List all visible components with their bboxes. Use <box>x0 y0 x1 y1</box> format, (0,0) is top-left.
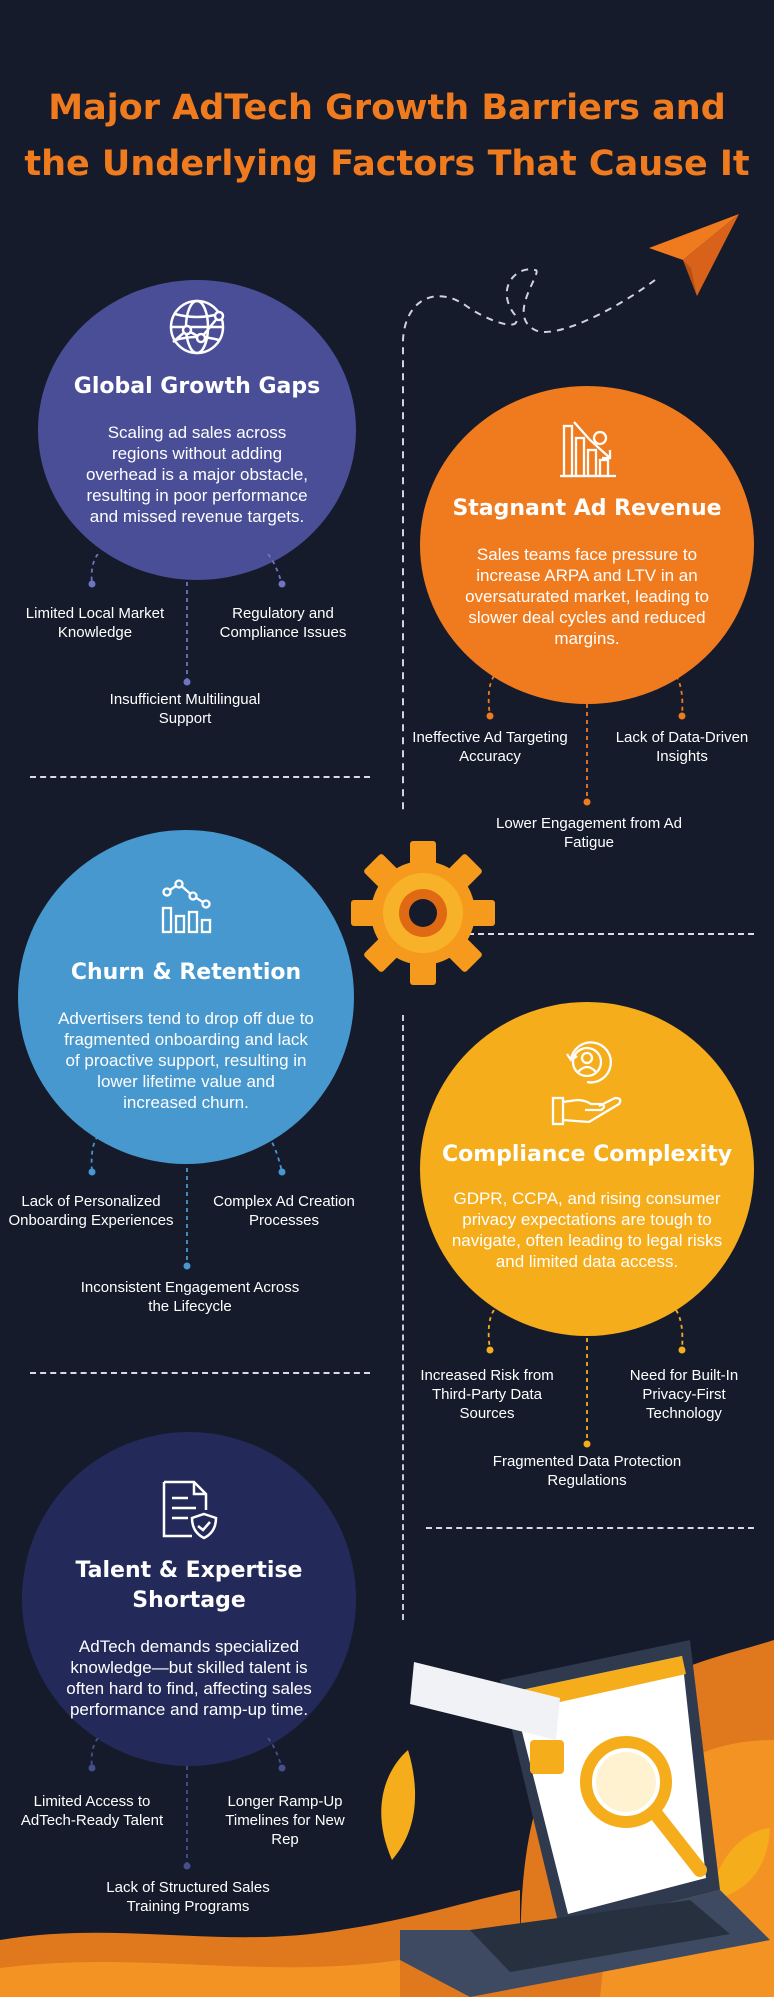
title-line-1: Major AdTech Growth Barriers and <box>48 88 726 128</box>
section-description: Scaling ad sales across regions without … <box>85 423 309 526</box>
timeline-line-middle <box>402 1015 404 1620</box>
section-title: Talent & Expertise Shortage <box>75 1558 303 1613</box>
factor-item: Inconsistent Engagement Across the Lifec… <box>80 1279 300 1315</box>
factor-connectors-2 <box>486 676 686 806</box>
factor-connectors-4 <box>486 1310 686 1448</box>
separator-4 <box>426 1527 754 1529</box>
section-churn-retention: Churn & Retention Advertisers tend to dr… <box>18 830 354 1164</box>
factor-item: Regulatory and Compliance Issues <box>219 605 347 641</box>
section-title: Compliance Complexity <box>441 1142 733 1167</box>
separator-2 <box>408 933 754 935</box>
section-talent-shortage: Talent & Expertise Shortage AdTech deman… <box>22 1432 356 1766</box>
section-title: Churn & Retention <box>70 960 302 985</box>
paper-plane-icon <box>649 214 739 296</box>
globe-network-icon <box>169 299 225 355</box>
title-line-2: the Underlying Factors That Cause It <box>24 144 750 184</box>
factor-item: Ineffective Ad Targeting Accuracy <box>412 729 568 765</box>
section-description: Sales teams face pressure to increase AR… <box>465 545 709 648</box>
section-title: Stagnant Ad Revenue <box>452 496 722 521</box>
factor-item: Lack of Data-Driven Insights <box>615 729 749 765</box>
gear-icon <box>351 841 495 985</box>
document-check-icon <box>162 1480 218 1540</box>
factor-item: Increased Risk from Third-Party Data Sou… <box>420 1367 554 1422</box>
factor-item: Lack of Structured Sales Training Progra… <box>106 1879 270 1915</box>
separator-3 <box>30 1372 370 1374</box>
factor-item: Longer Ramp-Up Timelines for New Rep <box>225 1793 345 1848</box>
section-description: GDPR, CCPA, and rising consumer privacy … <box>451 1189 723 1271</box>
factor-item: Limited Local Market Knowledge <box>25 605 165 641</box>
factor-item: Need for Built-In Privacy-First Technolo… <box>629 1367 739 1422</box>
factor-item: Limited Access to AdTech-Ready Talent <box>20 1793 164 1829</box>
section-title: Global Growth Gaps <box>73 374 321 399</box>
section-global-growth-gaps: Global Growth Gaps Scaling ad sales acro… <box>38 280 356 580</box>
flight-path-line <box>402 268 656 815</box>
factor-connectors-3 <box>88 1136 286 1270</box>
laptop-magnifier-illustration <box>0 1640 774 1997</box>
line-bar-chart-icon <box>161 879 212 934</box>
declining-chart-icon <box>560 421 616 478</box>
factor-connectors-5 <box>88 1738 286 1870</box>
factor-item: Lack of Personalized Onboarding Experien… <box>8 1193 174 1229</box>
factor-connectors-1 <box>88 554 286 686</box>
separator-1 <box>30 776 370 778</box>
section-stagnant-ad-revenue: Stagnant Ad Revenue Sales teams face pre… <box>420 386 754 704</box>
section-description: Advertisers tend to drop off due to frag… <box>58 1009 314 1112</box>
section-compliance-complexity: Compliance Complexity GDPR, CCPA, and ri… <box>420 1002 754 1336</box>
user-hand-icon <box>551 1041 622 1126</box>
factor-item: Insufficient Multilingual Support <box>109 691 261 727</box>
section-description: AdTech demands specialized knowledge—but… <box>66 1637 312 1719</box>
page-title: Major AdTech Growth Barriers and the Und… <box>0 80 774 192</box>
factor-item: Complex Ad Creation Processes <box>213 1193 355 1229</box>
factor-item: Lower Engagement from Ad Fatigue <box>496 815 682 851</box>
factor-item: Fragmented Data Protection Regulations <box>492 1453 682 1489</box>
